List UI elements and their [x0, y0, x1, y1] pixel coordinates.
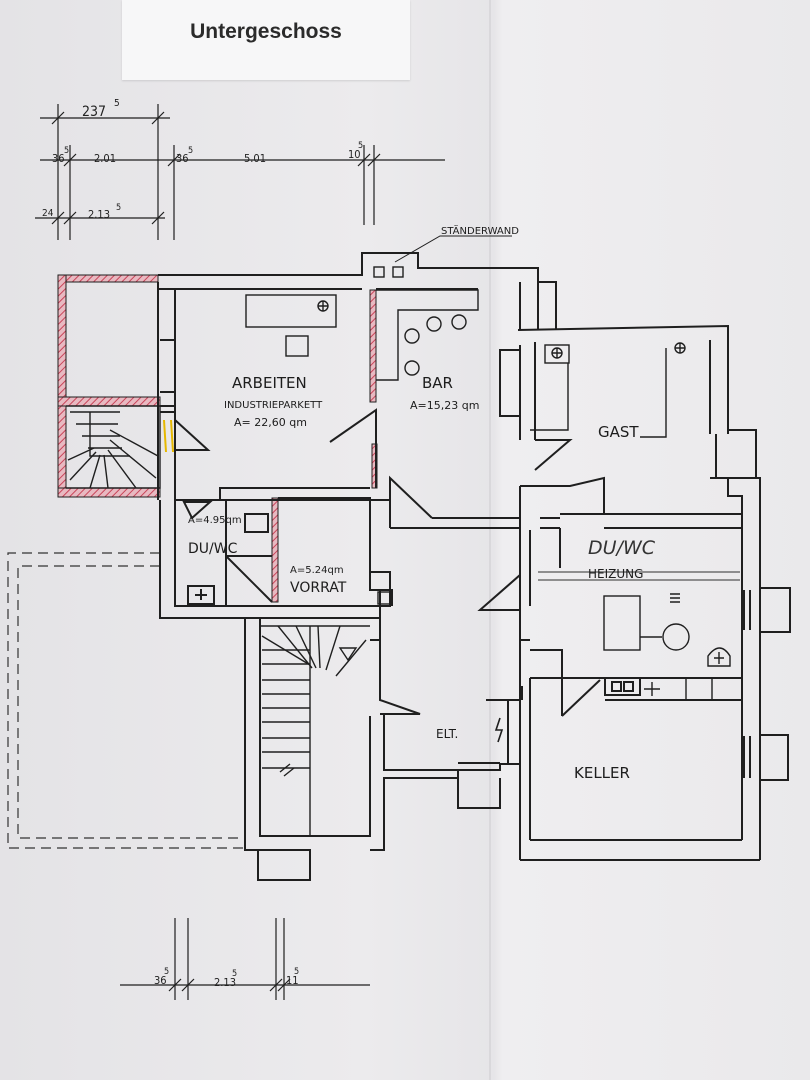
- title-card: Untergeschoss: [122, 0, 410, 80]
- dimension-labels: 237 5 36 5 2.01 36 5 5.01 10 5 24 2.13 5…: [42, 98, 363, 989]
- room-duwc-area: A=4.95qm: [188, 515, 242, 526]
- dim-bottom-d1-sup: 5: [164, 967, 169, 977]
- room-duwc-handwritten: DU/WC: [588, 537, 656, 559]
- paper-fold: [489, 0, 491, 1080]
- page-title: Untergeschoss: [190, 20, 342, 43]
- dim-d7: 2.13: [88, 208, 110, 221]
- fixtures: [245, 266, 740, 743]
- room-vorrat-area: A=5.24qm: [290, 565, 344, 576]
- desk: [245, 294, 337, 328]
- room-bar-area: A=15,23 qm: [410, 399, 479, 412]
- room-duwc-name: DU/WC: [188, 541, 238, 557]
- dim-d5-sup: 5: [358, 141, 363, 151]
- room-keller-name: KELLER: [574, 764, 630, 782]
- dim-d2: 2.01: [94, 152, 116, 165]
- room-bar-name: BAR: [422, 374, 453, 392]
- dim-d3-sup: 5: [188, 146, 193, 156]
- dim-bottom-d2-sup: 5: [232, 969, 237, 979]
- dim-bottom-d2: 2.13: [214, 976, 236, 989]
- dim-d6: 24: [42, 208, 54, 219]
- walls: [157, 252, 791, 881]
- boiler: [603, 595, 641, 651]
- dim-bottom-d3: 11: [286, 974, 299, 987]
- room-arbeiten-floor: INDUSTRIEPARKETT: [224, 400, 323, 411]
- dimension-lines: [35, 104, 445, 1000]
- dim-bottom-d1: 36: [154, 974, 167, 987]
- room-vorrat-name: VORRAT: [290, 580, 347, 596]
- dim-d1-sup: 5: [64, 146, 69, 156]
- room-arbeiten-name: ARBEITEN: [232, 374, 307, 392]
- staenderwand-label: STÄNDERWAND: [441, 224, 519, 237]
- dim-overall-sup: 5: [114, 98, 120, 109]
- dim-d5: 10: [348, 148, 361, 161]
- terrace-outline: [7, 552, 245, 849]
- hatched-walls: [57, 274, 378, 603]
- stairs: [66, 405, 370, 836]
- dim-d3: 36: [176, 152, 189, 165]
- dim-bottom-d3-sup: 5: [294, 967, 299, 977]
- elt-label: ELT.: [436, 727, 458, 741]
- dim-d7-sup: 5: [116, 203, 121, 213]
- room-arbeiten-area: A= 22,60 qm: [234, 416, 307, 429]
- dim-d4: 5.01: [244, 152, 266, 165]
- room-gast-name: GAST: [598, 423, 639, 441]
- dim-overall: 237: [82, 104, 106, 120]
- room-labels: STÄNDERWAND ARBEITEN INDUSTRIEPARKETT A=…: [188, 224, 656, 782]
- room-heizung-name: HEIZUNG: [588, 567, 643, 581]
- dim-d1: 36: [52, 152, 65, 165]
- staenderwand-leader: [394, 235, 512, 263]
